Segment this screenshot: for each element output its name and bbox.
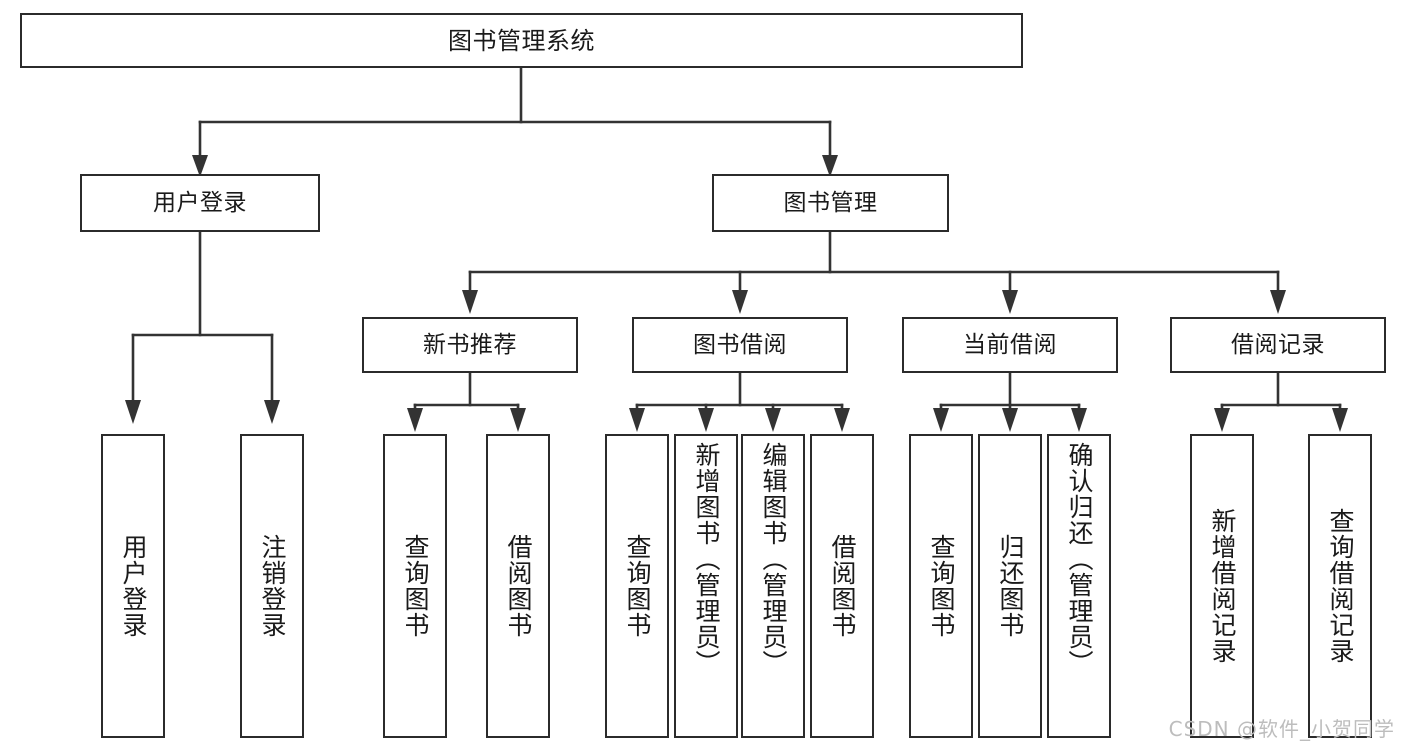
leaf-add-book-admin[interactable]: 新增图书（管理员）	[674, 434, 738, 738]
node-label: 查询图书	[401, 534, 430, 638]
leaf-query-book-recommend[interactable]: 查询图书	[383, 434, 447, 738]
node-label: 当前借阅	[963, 331, 1057, 358]
node-label: 图书借阅	[693, 331, 787, 358]
node-book-management[interactable]: 图书管理	[712, 174, 949, 232]
node-label: 新书推荐	[423, 331, 517, 358]
leaf-borrow-book-recommend[interactable]: 借阅图书	[486, 434, 550, 738]
node-label: 图书管理	[783, 189, 878, 216]
leaf-add-borrow-record[interactable]: 新增借阅记录	[1190, 434, 1254, 738]
node-label: 借阅记录	[1231, 331, 1325, 358]
leaf-edit-book-admin[interactable]: 编辑图书（管理员）	[741, 434, 805, 738]
node-label: 用户登录	[153, 189, 247, 216]
node-label: 查询图书	[927, 534, 956, 638]
node-label: 新增借阅记录	[1208, 508, 1237, 664]
node-label: 查询借阅记录	[1326, 508, 1355, 664]
watermark-text: CSDN @软件_小贺同学	[1168, 717, 1395, 741]
node-user-login[interactable]: 用户登录	[80, 174, 320, 232]
leaf-user-login[interactable]: 用户登录	[101, 434, 165, 738]
connector-group-new-book	[413, 371, 520, 416]
arrowheads-current-borrow	[933, 408, 1087, 432]
node-label: 新增图书（管理员）	[692, 442, 721, 676]
connector-group-borrow-record	[1220, 371, 1342, 416]
leaf-borrow-book[interactable]: 借阅图书	[810, 434, 874, 738]
node-label: 借阅图书	[828, 534, 857, 638]
node-label: 确认归还（管理员）	[1065, 442, 1094, 676]
node-label: 注销登录	[258, 534, 287, 638]
leaf-confirm-return-admin[interactable]: 确认归还（管理员）	[1047, 434, 1111, 738]
arrowheads-level1	[192, 155, 838, 177]
leaf-query-book-current[interactable]: 查询图书	[909, 434, 973, 738]
node-new-book-recommend[interactable]: 新书推荐	[362, 317, 578, 373]
node-label: 用户登录	[119, 534, 148, 638]
leaf-logout[interactable]: 注销登录	[240, 434, 304, 738]
connector-group-user-login	[131, 230, 274, 402]
leaf-return-book[interactable]: 归还图书	[978, 434, 1042, 738]
node-borrow-record[interactable]: 借阅记录	[1170, 317, 1386, 373]
node-label: 借阅图书	[504, 534, 533, 638]
node-root-system[interactable]: 图书管理系统	[20, 13, 1023, 68]
arrowheads-level2	[462, 290, 1286, 314]
node-label: 归还图书	[996, 534, 1025, 638]
connector-group-current-borrow	[939, 371, 1081, 416]
connector-group-book-borrow	[635, 371, 844, 416]
arrowheads-user-login	[125, 400, 280, 424]
node-current-borrow[interactable]: 当前借阅	[902, 317, 1118, 373]
connector-group-root	[198, 66, 832, 157]
node-label: 查询图书	[623, 534, 652, 638]
connector-group-book-manage	[468, 230, 1280, 294]
arrowheads-new-book	[407, 408, 526, 432]
node-label: 图书管理系统	[448, 26, 595, 55]
arrowheads-book-borrow	[629, 408, 850, 432]
node-book-borrow[interactable]: 图书借阅	[632, 317, 848, 373]
leaf-query-borrow-record[interactable]: 查询借阅记录	[1308, 434, 1372, 738]
arrowheads-borrow-record	[1214, 408, 1348, 432]
node-label: 编辑图书（管理员）	[759, 442, 788, 676]
leaf-query-book-borrow[interactable]: 查询图书	[605, 434, 669, 738]
